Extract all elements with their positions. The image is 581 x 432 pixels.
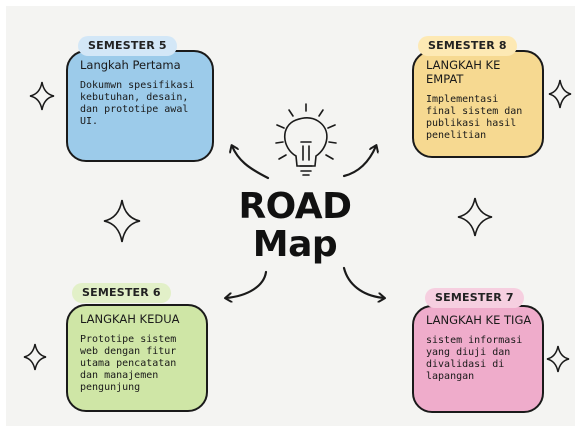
step-card-semester-7: LANGKAH KE TIGA sistem informasi yang di…	[412, 305, 544, 413]
roadmap-title-line1: ROAD	[238, 186, 352, 227]
step-card-semester-6: LANGKAH KEDUA Prototipe sistem web denga…	[66, 304, 208, 412]
step-description: sistem informasi yang diuji dan divalida…	[426, 335, 523, 382]
semester-8-pill: SEMESTER 8	[418, 36, 517, 56]
roadmap-title-line2: Map	[252, 224, 338, 265]
step-description: Prototipe sistem web dengan fitur utama …	[80, 334, 177, 393]
step-title: LANGKAH KE EMPAT	[426, 58, 501, 86]
step-card-semester-8: LANGKAH KE EMPAT Implementasi final sist…	[412, 50, 544, 158]
step-title: Langkah Pertama	[80, 58, 181, 72]
step-description: Dokumwn spesifikasi kebutuhan, desain, d…	[80, 80, 195, 127]
step-title: LANGKAH KE TIGA	[426, 313, 532, 327]
roadmap-title: ROAD Map	[220, 188, 370, 264]
step-title: LANGKAH KEDUA	[80, 312, 180, 326]
step-description: Implementasi final sistem dan publikasi …	[426, 94, 523, 141]
step-card-semester-5: Langkah Pertama Dokumwn spesifikasi kebu…	[66, 50, 214, 162]
semester-5-pill: SEMESTER 5	[78, 36, 177, 56]
semester-7-pill: SEMESTER 7	[425, 288, 524, 308]
semester-6-pill: SEMESTER 6	[72, 283, 171, 303]
